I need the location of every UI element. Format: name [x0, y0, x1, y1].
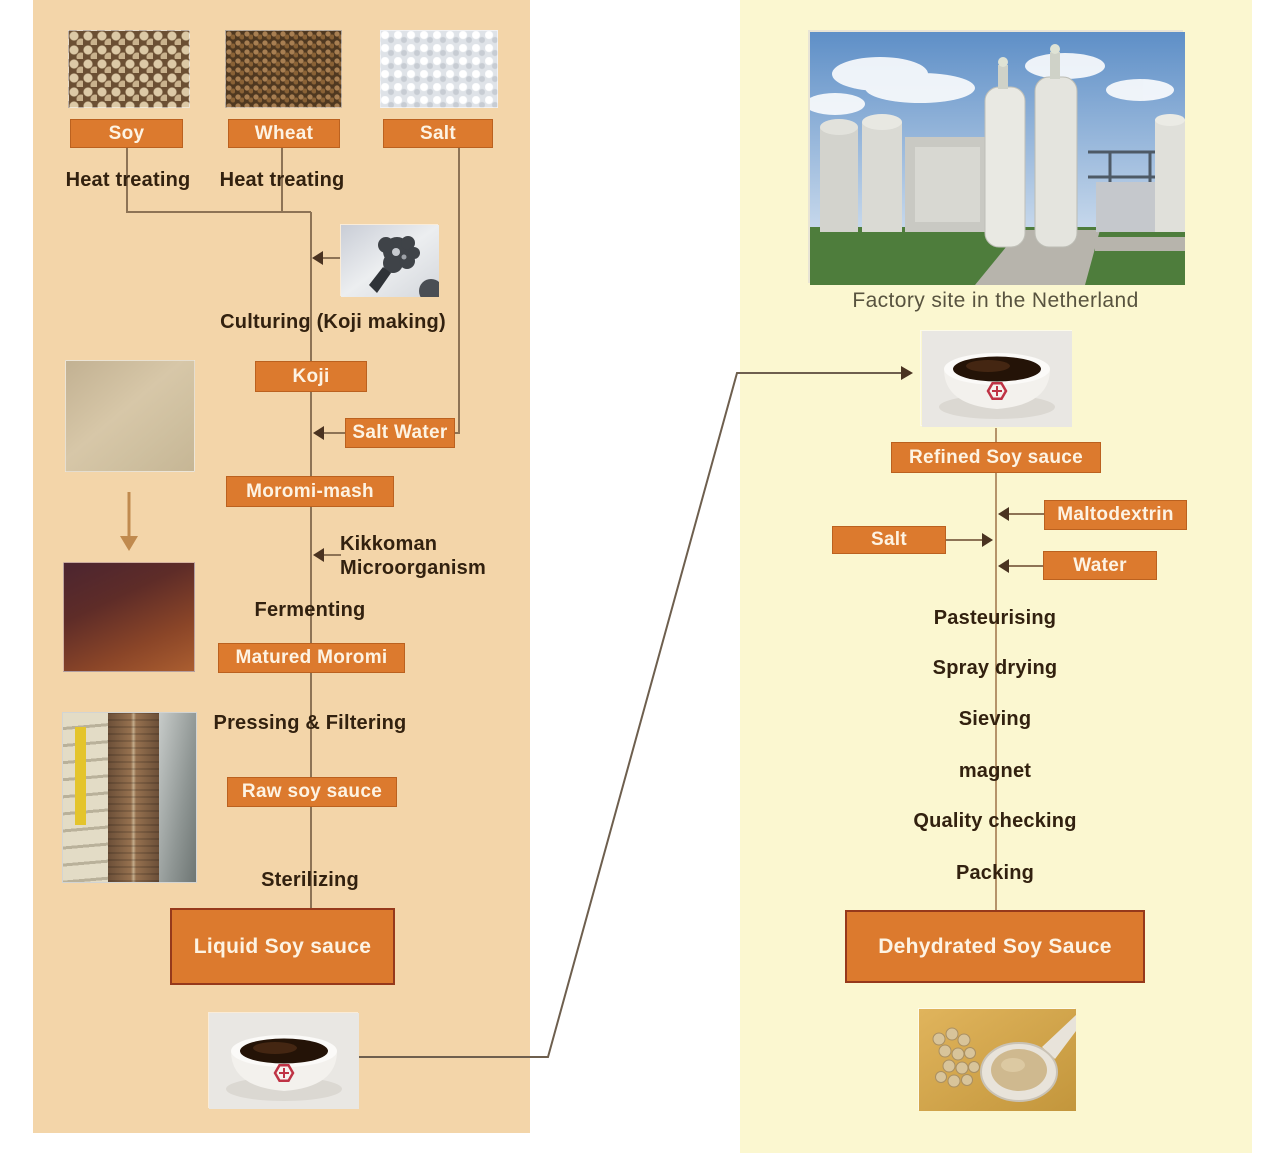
- matured-moromi-label: Matured Moromi: [235, 647, 388, 668]
- koji-label: Koji: [292, 365, 330, 387]
- fermenting-label: Fermenting: [254, 599, 366, 621]
- kikkoman-line1: Kikkoman: [340, 533, 438, 555]
- pressing-filtering-label: Pressing & Filtering: [213, 712, 407, 734]
- refined-soy-sauce-box: Refined Soy sauce: [891, 442, 1101, 473]
- maltodextrin-label: Maltodextrin: [1057, 504, 1174, 525]
- wheat-label: Wheat: [254, 122, 314, 144]
- raw-soy-sauce-label: Raw soy sauce: [241, 781, 383, 802]
- koji-mash-photo: [65, 360, 195, 472]
- pressing-machine-photo: [62, 712, 197, 883]
- matured-moromi-box: Matured Moromi: [218, 643, 405, 673]
- wheat-photo: [225, 30, 342, 108]
- koji-box: Koji: [255, 361, 367, 392]
- raw-soy-sauce-box: Raw soy sauce: [227, 777, 397, 807]
- factory-caption: Factory site in the Netherland: [852, 289, 1139, 312]
- kikkoman-line2: Microorganism: [340, 557, 486, 579]
- water-box: Water: [1043, 551, 1157, 580]
- moromi-mash-label: Moromi-mash: [246, 480, 374, 502]
- culturing-label: Culturing (Koji making): [220, 311, 446, 333]
- step-sieving: Sieving: [958, 708, 1032, 730]
- soy-photo: [68, 30, 190, 108]
- refined-soy-sauce-label: Refined Soy sauce: [908, 446, 1084, 468]
- dehydrated-soy-sauce-label: Dehydrated Soy Sauce: [878, 934, 1112, 958]
- step-spray-drying: Spray drying: [932, 657, 1058, 679]
- factory-illustration: [810, 32, 1185, 285]
- soy-label: Soy: [108, 122, 145, 144]
- wheat-box: Wheat: [228, 119, 340, 148]
- step-pasteurising: Pasteurising: [933, 607, 1057, 629]
- kikkoman-microorganism-label: Kikkoman Microorganism: [340, 532, 510, 580]
- dehydrated-soy-sauce-box: Dehydrated Soy Sauce: [845, 910, 1145, 983]
- salt-water-label: Salt Water: [352, 422, 448, 443]
- salt-box: Salt: [383, 119, 493, 148]
- heat-treating-soy-label: Heat treating: [65, 169, 191, 191]
- step-packing: Packing: [955, 862, 1035, 884]
- koji-culture-photo: [340, 224, 439, 297]
- soy-box: Soy: [70, 119, 183, 148]
- salt-photo: [380, 30, 498, 108]
- pressing-machine-right-frame: [158, 713, 196, 882]
- soy-sauce-bowl-illustration-right: [922, 331, 1072, 427]
- liquid-soy-sauce-label: Liquid Soy sauce: [193, 934, 372, 958]
- pressing-machine-left-frame: [63, 713, 109, 882]
- step-quality-checking: Quality checking: [913, 810, 1077, 832]
- salt-right-box: Salt: [832, 526, 946, 554]
- soy-sauce-bowl-photo-right: [920, 330, 1072, 427]
- moromi-mash-box: Moromi-mash: [226, 476, 394, 507]
- pressing-machine-moromi-stack: [108, 713, 159, 882]
- heat-treating-wheat-label: Heat treating: [219, 169, 345, 191]
- soy-sauce-bowl-photo-left: [208, 1012, 359, 1109]
- salt-water-box: Salt Water: [345, 418, 455, 448]
- liquid-soy-sauce-box: Liquid Soy sauce: [170, 908, 395, 985]
- factory-photo: [808, 30, 1185, 285]
- step-magnet: magnet: [958, 760, 1032, 782]
- maltodextrin-box: Maltodextrin: [1044, 500, 1187, 530]
- soy-sauce-bowl-illustration-left: [209, 1013, 359, 1109]
- soy-sauce-powder-illustration: [919, 1009, 1076, 1111]
- salt-right-label: Salt: [870, 529, 908, 550]
- pressing-machine-yellow-strip: [74, 726, 86, 825]
- koji-culture-illustration: [341, 225, 439, 297]
- matured-moromi-photo: [63, 562, 195, 672]
- soy-sauce-powder-photo: [918, 1008, 1076, 1111]
- sterilizing-label: Sterilizing: [261, 869, 359, 891]
- water-label: Water: [1073, 554, 1127, 576]
- salt-label: Salt: [419, 122, 457, 144]
